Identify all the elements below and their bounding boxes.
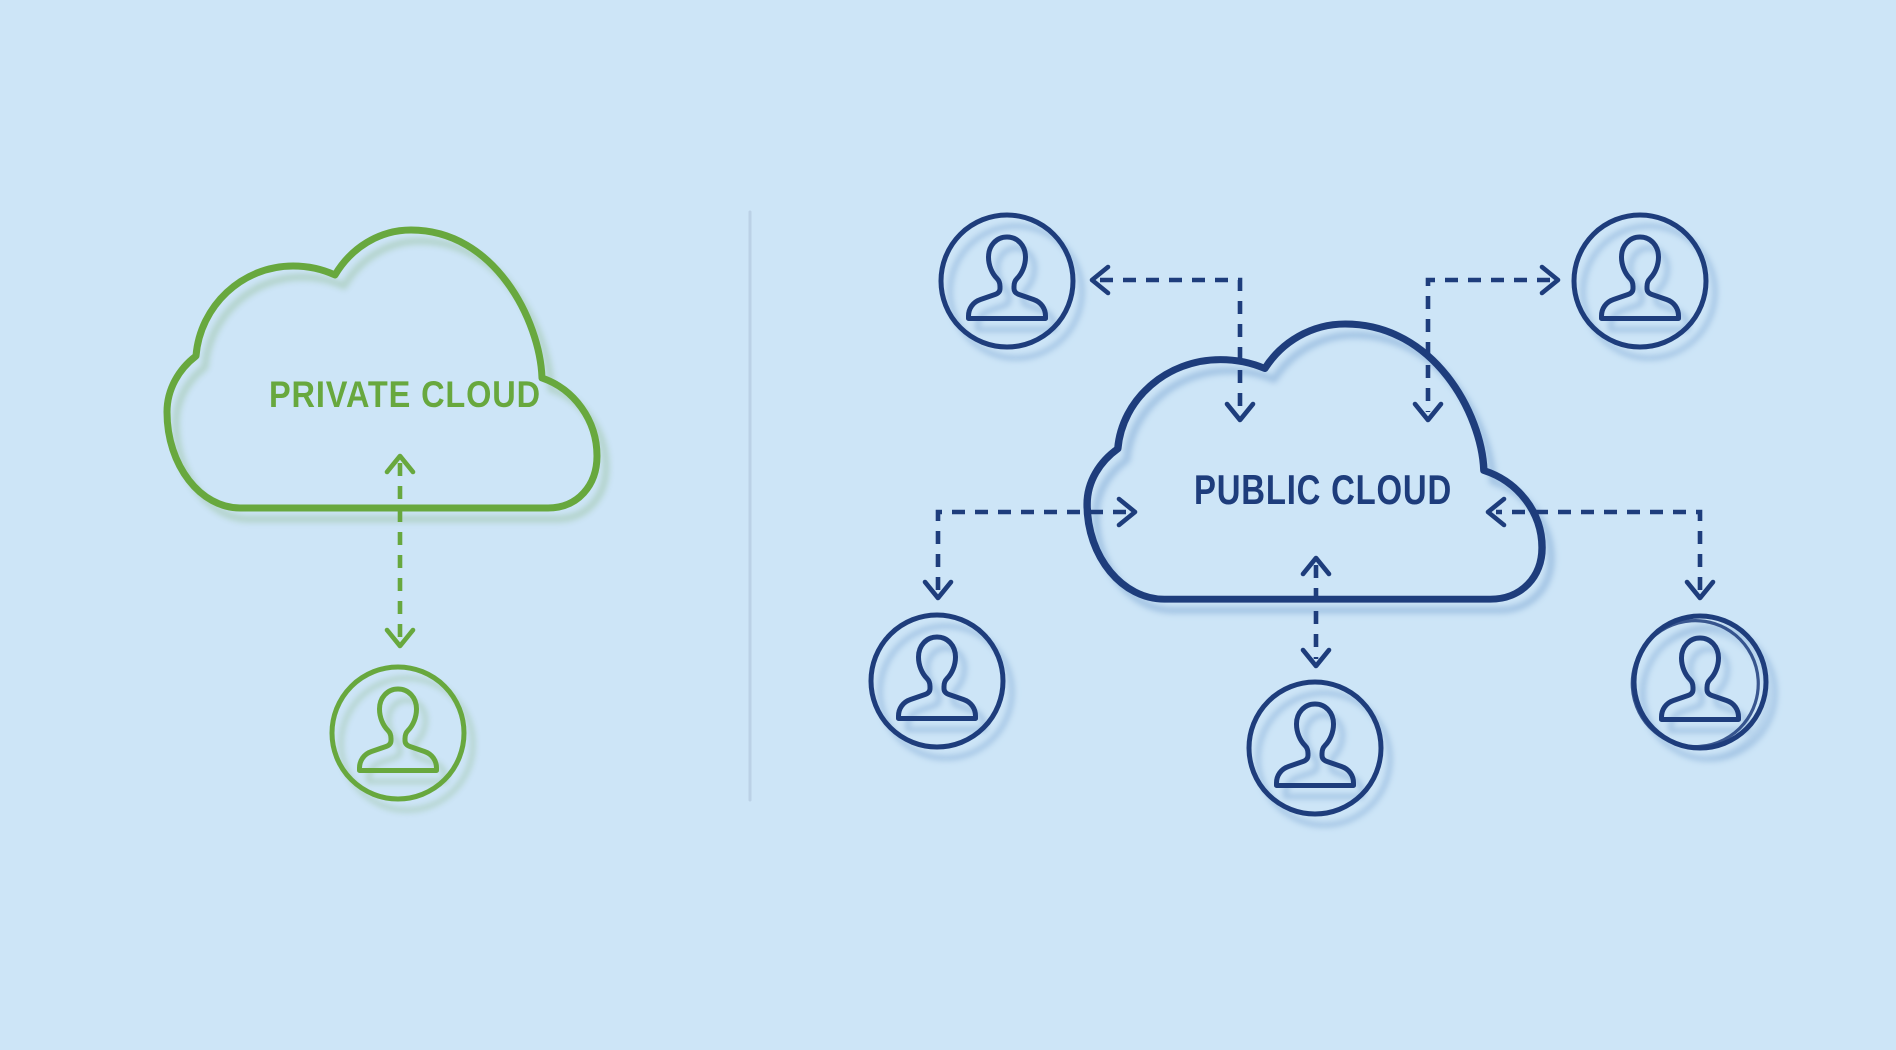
public-cloud-label: PUBLIC CLOUD <box>1194 466 1452 513</box>
connector-top-left <box>1092 267 1253 420</box>
public-user-icon-bottom-center <box>1246 679 1384 817</box>
connector-top-right <box>1415 267 1558 420</box>
private-cloud-section: PRIVATE CLOUD <box>167 230 597 802</box>
connector-bottom-center <box>1303 558 1329 666</box>
private-cloud-label: PRIVATE CLOUD <box>269 374 541 415</box>
public-cloud-section: PUBLIC CLOUD <box>868 212 1769 817</box>
connector-middle-left <box>925 499 1135 598</box>
public-user-icon-top-left <box>938 212 1076 350</box>
public-user-icon-top-right <box>1571 212 1709 350</box>
private-cloud-icon <box>167 230 597 508</box>
connector-bottom-right <box>1488 499 1713 598</box>
public-user-icon-middle-left <box>868 612 1006 750</box>
private-user-icon <box>329 664 467 802</box>
public-user-icon-bottom-right <box>1630 613 1769 751</box>
private-connector-arrow <box>387 456 413 646</box>
